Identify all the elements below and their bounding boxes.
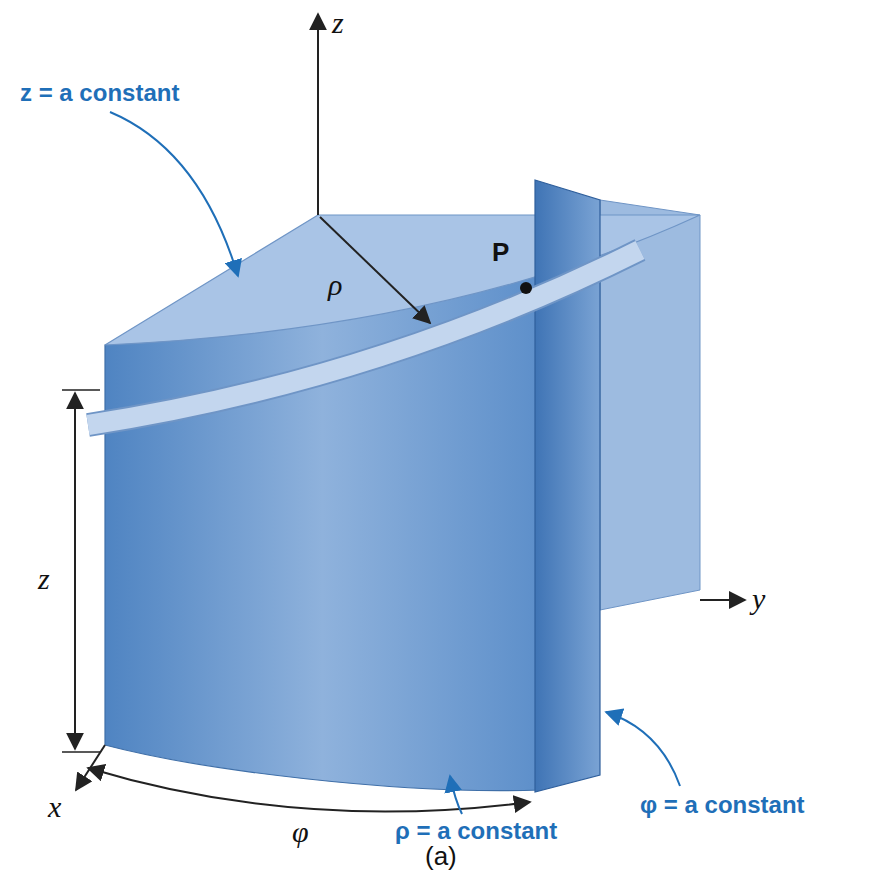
surface-callout: ρ = a constant: [395, 818, 557, 844]
leader-arrow: [450, 776, 462, 814]
y-axis: [700, 599, 745, 601]
axis-label: x: [48, 790, 61, 823]
surface-callout: φ = a constant: [640, 792, 805, 818]
z-constant-band-edge: [88, 250, 640, 425]
dimension-tick: [62, 389, 100, 391]
figure-caption: (a): [425, 842, 457, 871]
point-label: P: [492, 238, 509, 267]
leader-arrow: [606, 712, 680, 786]
axis-label: y: [752, 582, 765, 615]
phi-angle-arc: [88, 768, 530, 812]
axis-label: z: [332, 6, 344, 39]
surface-callout: z = a constant: [20, 80, 179, 106]
angle-label: φ: [292, 815, 309, 848]
top-face: [105, 215, 700, 345]
z-axis: [317, 14, 319, 215]
radius-label: ρ: [328, 268, 342, 301]
point-p: [520, 282, 532, 294]
dimension-label: z: [38, 562, 50, 595]
leader-arrow: [110, 112, 238, 276]
z-constant-band: [88, 250, 640, 425]
z-dimension-arrow: [74, 393, 76, 749]
rho-radius-arrow: [320, 217, 430, 323]
dimension-tick: [62, 751, 100, 753]
